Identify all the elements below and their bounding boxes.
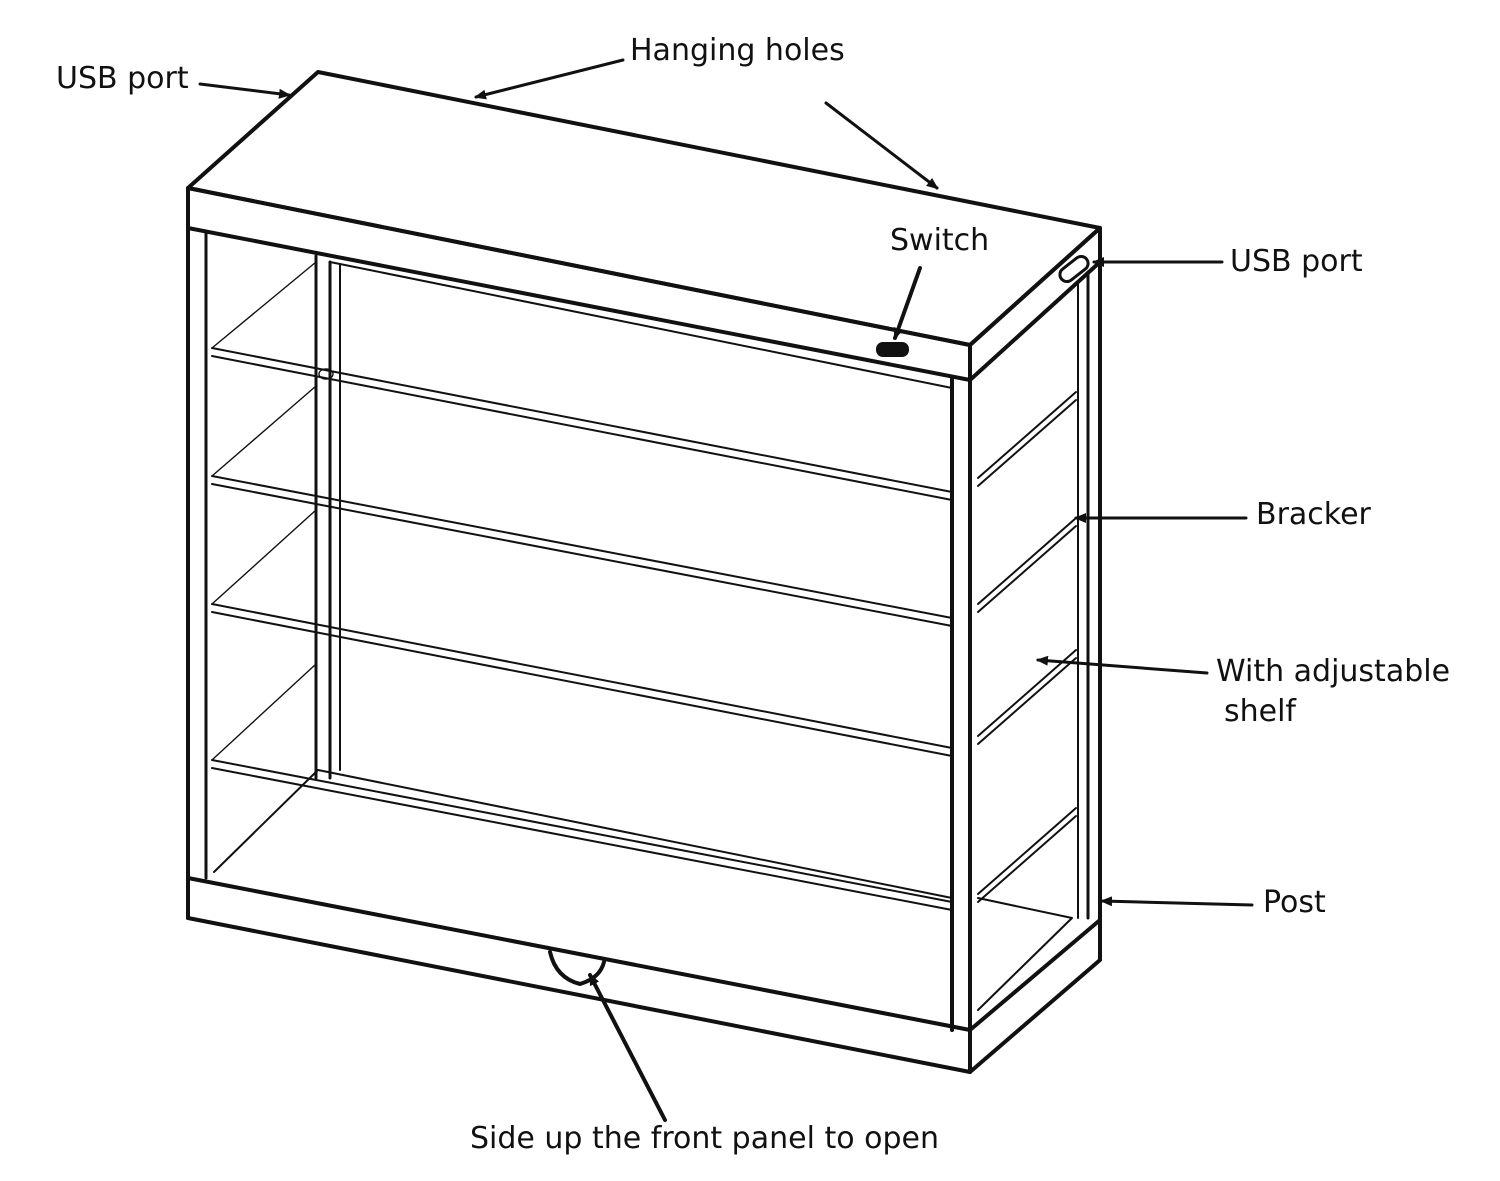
arrow-front-panel [588, 973, 667, 1122]
arrow-hanging-holes-right [824, 101, 939, 190]
label-usb-port-right: USB port [1230, 244, 1363, 279]
back-panel-edge [329, 261, 953, 389]
arrow-post [1100, 896, 1254, 907]
arrow-adjustable-shelf [1036, 655, 1209, 675]
switch-icon [876, 342, 909, 357]
label-switch: Switch [890, 223, 990, 258]
label-adjustable-line2: shelf [1224, 694, 1296, 729]
front-frame [186, 226, 972, 1037]
arrow-usb-left [198, 82, 291, 99]
arrow-hanging-holes-left [474, 58, 625, 100]
leader-arrows [198, 58, 1254, 1122]
arrow-switch [893, 266, 922, 340]
back-left-post [314, 254, 341, 780]
shelves [211, 347, 953, 911]
label-adjustable-line1: With adjustable [1216, 654, 1451, 689]
left-side-shelf-edges [211, 261, 334, 761]
label-front-panel: Side up the front panel to open [470, 1121, 939, 1156]
label-bracker: Bracker [1256, 497, 1371, 532]
label-hanging-holes: Hanging holes [630, 33, 845, 68]
usb-port-icon [1058, 254, 1090, 284]
right-side-posts [1077, 260, 1102, 922]
right-side-shelf-edges [977, 391, 1077, 903]
cabinet-base [186, 769, 1102, 1074]
label-usb-port-left: USB port [56, 61, 189, 96]
label-post: Post [1263, 885, 1326, 920]
